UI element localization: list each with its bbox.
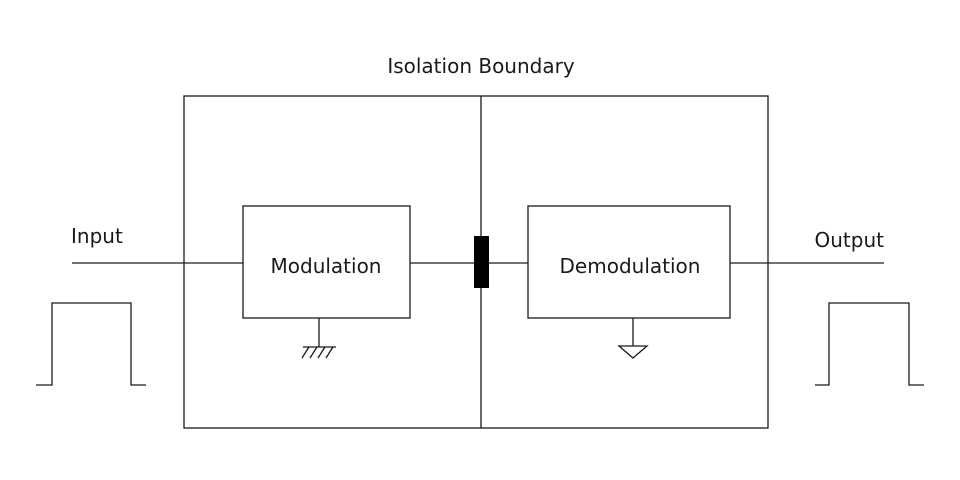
isolation-boundary-box <box>183 95 769 429</box>
demodulation-block <box>527 205 731 319</box>
modulation-block <box>242 205 411 319</box>
demodulation-label: Demodulation <box>560 254 701 278</box>
output-label: Output <box>815 228 885 252</box>
output-pulse-waveform-icon <box>815 302 924 386</box>
signal-ground-icon <box>617 318 649 359</box>
isolation-barrier <box>474 236 489 288</box>
modulation-label: Modulation <box>271 254 382 278</box>
chassis-ground-icon <box>301 318 336 359</box>
isolation-boundary-title: Isolation Boundary <box>387 54 575 78</box>
input-label: Input <box>71 224 123 248</box>
input-pulse-waveform-icon <box>36 302 146 386</box>
